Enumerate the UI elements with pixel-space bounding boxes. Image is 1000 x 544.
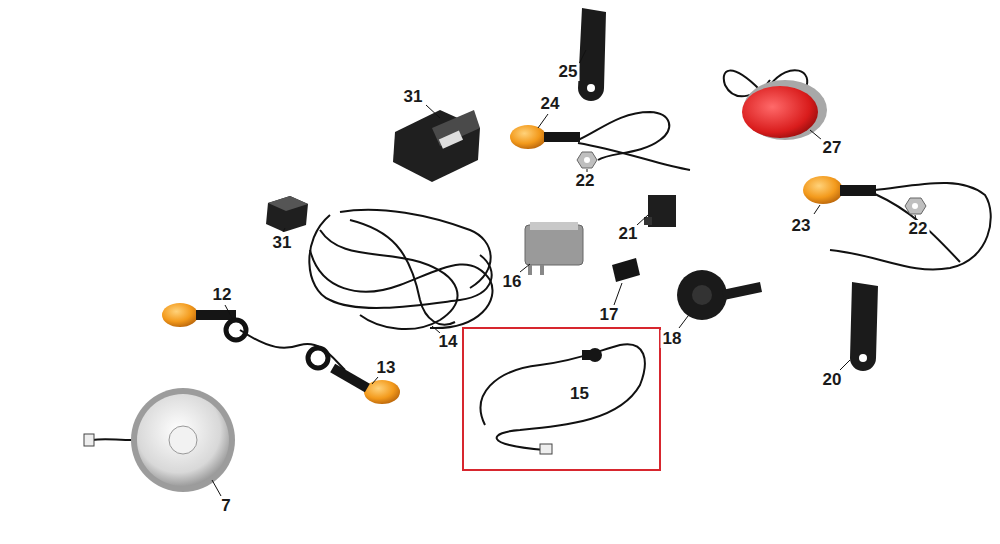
callout-number: 25: [557, 63, 580, 81]
callout-number: 16: [501, 273, 524, 291]
callout-number: 18: [661, 330, 684, 348]
callout-number: 13: [375, 359, 398, 377]
callout-number: 22: [574, 172, 597, 190]
leader-lines: [212, 50, 916, 496]
highlight-box: 15: [462, 327, 661, 471]
callout-number: 31: [402, 88, 425, 106]
callout-number: 22: [907, 220, 930, 238]
wires: [92, 70, 991, 450]
callout-number: 31: [271, 234, 294, 252]
callout-number: 7: [219, 497, 232, 515]
callout-number: 21: [617, 225, 640, 243]
part-shapes: [84, 8, 926, 492]
callout-number: 17: [598, 306, 621, 324]
callout-number: 14: [437, 333, 460, 351]
callout-number: 15: [568, 385, 591, 403]
callout-number: 23: [790, 217, 813, 235]
callout-number: 27: [821, 139, 844, 157]
callout-number: 12: [211, 286, 234, 304]
callout-number: 20: [821, 371, 844, 389]
callout-number: 24: [539, 95, 562, 113]
